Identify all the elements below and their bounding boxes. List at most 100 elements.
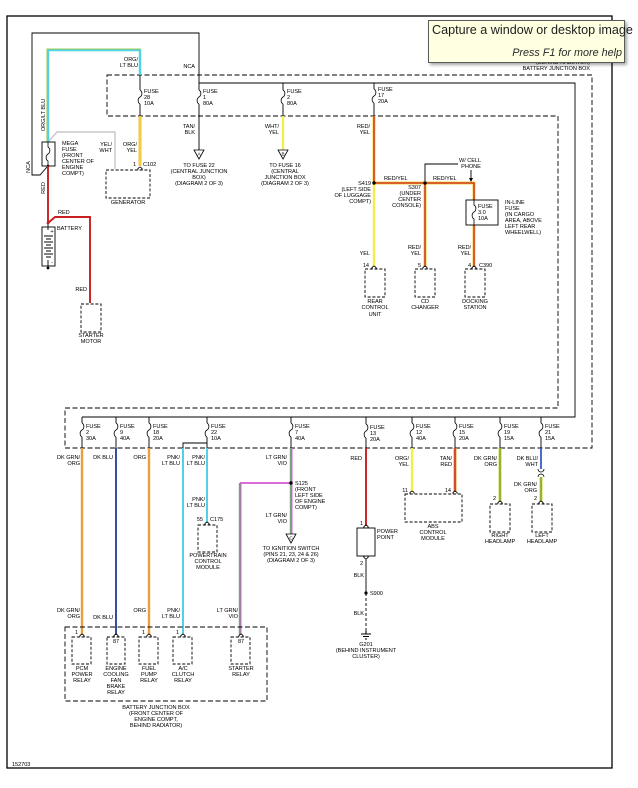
relay-label: FUEL (142, 666, 156, 672)
wire-label: TAN/ (183, 124, 196, 130)
fuse-number: 19 (504, 430, 510, 436)
relay-label: ENGINE (105, 666, 126, 672)
rear-control-unit: 14 REAR CONTROL UNIT (362, 263, 389, 318)
component-box (531, 503, 553, 533)
fuse-rating: 40A (416, 436, 426, 442)
component-box (489, 503, 511, 533)
component-label: HEADLAMP (485, 539, 516, 545)
fuse-rating: 40A (120, 436, 130, 442)
fuse-label: FUSE (211, 424, 226, 430)
fuse-rating: 40A (295, 436, 305, 442)
generator-label: GENERATOR (111, 200, 145, 206)
fuse-icon (146, 422, 152, 438)
engine-cooling-fan-brake-relay: 87 ENGINE COOLING FAN BRAKE RELAY (103, 633, 129, 696)
option-note: PHONE (461, 164, 481, 170)
relay-box (138, 636, 159, 665)
wire-label: BLK (185, 130, 196, 136)
wire-label: ORG/ (123, 142, 138, 148)
off-page-note: (DIAGRAM 2 OF 3) (261, 181, 309, 187)
component-box (414, 268, 436, 298)
terminal-dot (46, 266, 50, 270)
powertrain-control-module: 55 C175 POWERTRAIN CONTROL MODULE (189, 517, 226, 571)
connector-id: C390 (479, 263, 492, 269)
connector-pin-icon (79, 633, 85, 637)
off-page-letter: A (197, 152, 201, 157)
wire-label: LT BLU (120, 63, 138, 69)
inline-fuse-box (465, 199, 499, 226)
relay-label: RELAY (73, 678, 91, 684)
mega-fuse-label: (FRONT (62, 153, 83, 159)
off-page-note: TO FUSE 16 (269, 163, 300, 169)
splice-location: (FRONT (295, 487, 316, 493)
option-bracket (424, 163, 458, 181)
splice-location: COMPT) (349, 199, 371, 205)
wire-label: RED/ (458, 245, 472, 251)
relay-label: PCM (76, 666, 89, 672)
off-page-note: BOX) (192, 175, 206, 181)
fuse-icon (79, 422, 85, 438)
component-label: REAR (367, 299, 382, 305)
wire-label: DK BLU (93, 455, 113, 461)
wire-label: ORG/LT BLU (41, 99, 47, 131)
starter-motor-box (80, 303, 102, 333)
wire-label: LT BLU (187, 461, 205, 467)
off-page-note: (CENTRAL JUNCTION (171, 169, 228, 175)
wire-label: NCA (183, 64, 195, 70)
wire-label: RED (58, 210, 70, 216)
component-label: CD (421, 299, 429, 305)
battery-junction-box-outline (64, 74, 593, 449)
connector-pin-icon (238, 633, 244, 637)
abs-control-module: 11 14 ABS CONTROL MODULE (402, 488, 463, 542)
connector-pin-icon (146, 633, 152, 637)
battery-icon (41, 226, 56, 267)
wire-label: DK GRN/ (474, 456, 497, 462)
fuse-rating: 80A (203, 101, 213, 107)
splice-location: CONSOLE) (392, 203, 421, 209)
relay-label: BRAKE (107, 684, 126, 690)
wire-label: LT BLU (187, 503, 205, 509)
ac-clutch-relay: 1 A/C CLUTCH RELAY (172, 630, 194, 684)
fuse-label: FUSE (287, 89, 302, 95)
fuse-rating: 20A (370, 437, 380, 443)
fuse-icon (452, 422, 458, 438)
fuse-number: 17 (378, 93, 384, 99)
pin-number: 14 (363, 263, 369, 269)
fuse-rating: 20A (459, 436, 469, 442)
pin-number: 1 (133, 162, 136, 168)
capture-tooltip: Capture a window or desktop image Press … (428, 20, 633, 63)
junction-box-label: BEHIND RADIATOR) (130, 723, 182, 729)
splice-dot (364, 591, 368, 595)
component-box (464, 268, 486, 298)
fuse-label: FUSE (295, 424, 310, 430)
relay-label: POWER (72, 672, 93, 678)
inline-fuse: FUSE 3.0 10A IN-LINE FUSE (IN CARGO AREA… (465, 199, 542, 236)
fuse-icon (196, 89, 202, 105)
component-label: MODULE (421, 536, 445, 542)
wire-branch (182, 442, 207, 448)
pin-number: 2 (534, 496, 537, 502)
splice-location: CENTER (398, 197, 421, 203)
component-label: RIGHT (491, 533, 509, 539)
fuse-icon (371, 88, 377, 104)
fuse-label: FUSE (478, 204, 493, 210)
connector-pin-icon (363, 524, 369, 528)
splice-location: (LEFT SIDE (341, 187, 371, 193)
tooltip-title: Capture a window or desktop image (432, 23, 633, 37)
pin-number: 5 (418, 263, 421, 269)
connector-pin-icon (471, 265, 477, 269)
wire-label: VIO (229, 614, 239, 620)
mega-fuse-label: FUSE (62, 147, 77, 153)
fuse-label: FUSE (459, 424, 474, 430)
fuse-label: FUSE (144, 89, 159, 95)
wire-label: ORG (133, 608, 146, 614)
starter-motor: STARTER MOTOR (78, 303, 104, 345)
fuse-icon (538, 422, 544, 438)
fuse-label: FUSE (86, 424, 101, 430)
splice-location: COMPT) (295, 505, 317, 511)
fuse-location: (IN CARGO (505, 212, 535, 218)
left-headlamp: 2 LEFT HEADLAMP (527, 496, 558, 545)
